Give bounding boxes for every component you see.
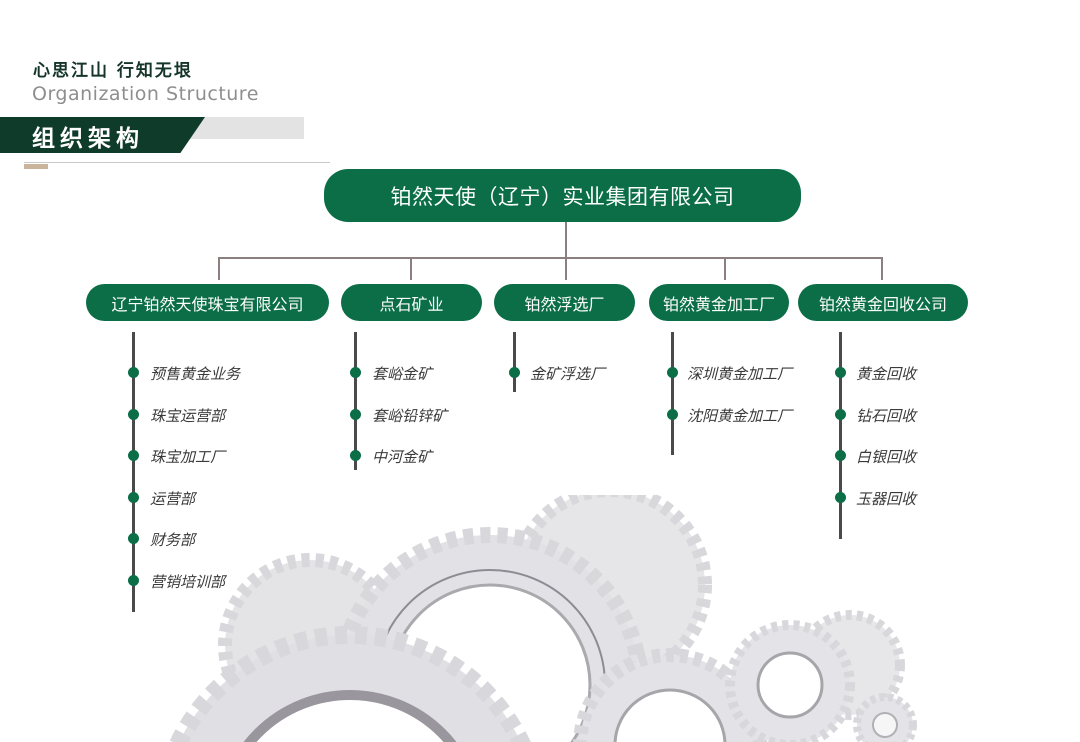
unit-item: 玉器回收 [856, 490, 917, 508]
bullet-icon [128, 533, 139, 544]
title-band [0, 117, 205, 153]
unit-item: 沈阳黄金加工厂 [687, 407, 793, 425]
bullet-icon [835, 450, 846, 461]
divider-accent [24, 164, 48, 169]
bullet-icon [128, 575, 139, 586]
company-node-mining: 点石矿业 [341, 284, 482, 321]
bullet-icon [128, 367, 139, 378]
company-label: 点石矿业 [379, 294, 444, 314]
unit-item: 中河金矿 [372, 448, 433, 466]
company-node-jewelry: 辽宁铂然天使珠宝有限公司 [86, 284, 329, 321]
company-label: 辽宁铂然天使珠宝有限公司 [111, 294, 304, 314]
section-title: 组织架构 [32, 126, 144, 152]
unit-item: 金矿浮选厂 [530, 365, 606, 383]
connector-root [565, 222, 567, 258]
root-node-label: 铂然天使（辽宁）实业集团有限公司 [390, 184, 735, 209]
connector-drop [218, 257, 220, 280]
company-node-processing: 铂然黄金加工厂 [649, 284, 789, 321]
unit-item: 珠宝运营部 [150, 407, 226, 425]
connector-drop [410, 257, 412, 280]
page-subtitle: Organization Structure [32, 83, 259, 105]
company-node-recycling: 铂然黄金回收公司 [798, 284, 968, 321]
unit-item: 财务部 [150, 531, 196, 549]
bullet-icon [350, 367, 361, 378]
root-node: 铂然天使（辽宁）实业集团有限公司 [324, 169, 801, 222]
bullet-icon [128, 409, 139, 420]
bullet-icon [835, 492, 846, 503]
bullet-icon [667, 409, 678, 420]
unit-list-line [671, 332, 674, 455]
unit-item: 营销培训部 [150, 573, 226, 591]
unit-item: 珠宝加工厂 [150, 448, 226, 466]
company-label: 铂然黄金加工厂 [662, 294, 775, 314]
bullet-icon [835, 409, 846, 420]
gears-icon [169, 495, 917, 742]
bullet-icon [128, 450, 139, 461]
bullet-icon [350, 450, 361, 461]
bullet-icon [128, 492, 139, 503]
title-band-gray [180, 117, 304, 139]
bullet-icon [835, 367, 846, 378]
unit-list-line [132, 332, 135, 612]
company-label: 铂然黄金回收公司 [818, 294, 947, 314]
bullet-icon [667, 367, 678, 378]
unit-item: 套峪铅锌矿 [372, 407, 448, 425]
connector-drop [565, 257, 567, 280]
unit-item: 运营部 [150, 490, 196, 508]
company-node-flotation: 铂然浮选厂 [494, 284, 635, 321]
company-label: 铂然浮选厂 [524, 294, 605, 314]
slogan: 心思江山 行知无垠 [33, 61, 193, 81]
unit-item: 深圳黄金加工厂 [687, 365, 793, 383]
bullet-icon [509, 367, 520, 378]
unit-item: 白银回收 [856, 448, 917, 466]
divider [24, 162, 330, 163]
connector-drop [724, 257, 726, 280]
unit-item: 黄金回收 [856, 365, 917, 383]
unit-list-line [513, 332, 516, 392]
unit-list-line [354, 332, 357, 470]
unit-item: 钻石回收 [856, 407, 917, 425]
bullet-icon [350, 409, 361, 420]
unit-list-line [839, 332, 842, 539]
connector-bus [218, 257, 883, 259]
unit-item: 套峪金矿 [372, 365, 433, 383]
unit-item: 预售黄金业务 [150, 365, 241, 383]
connector-drop [881, 257, 883, 280]
